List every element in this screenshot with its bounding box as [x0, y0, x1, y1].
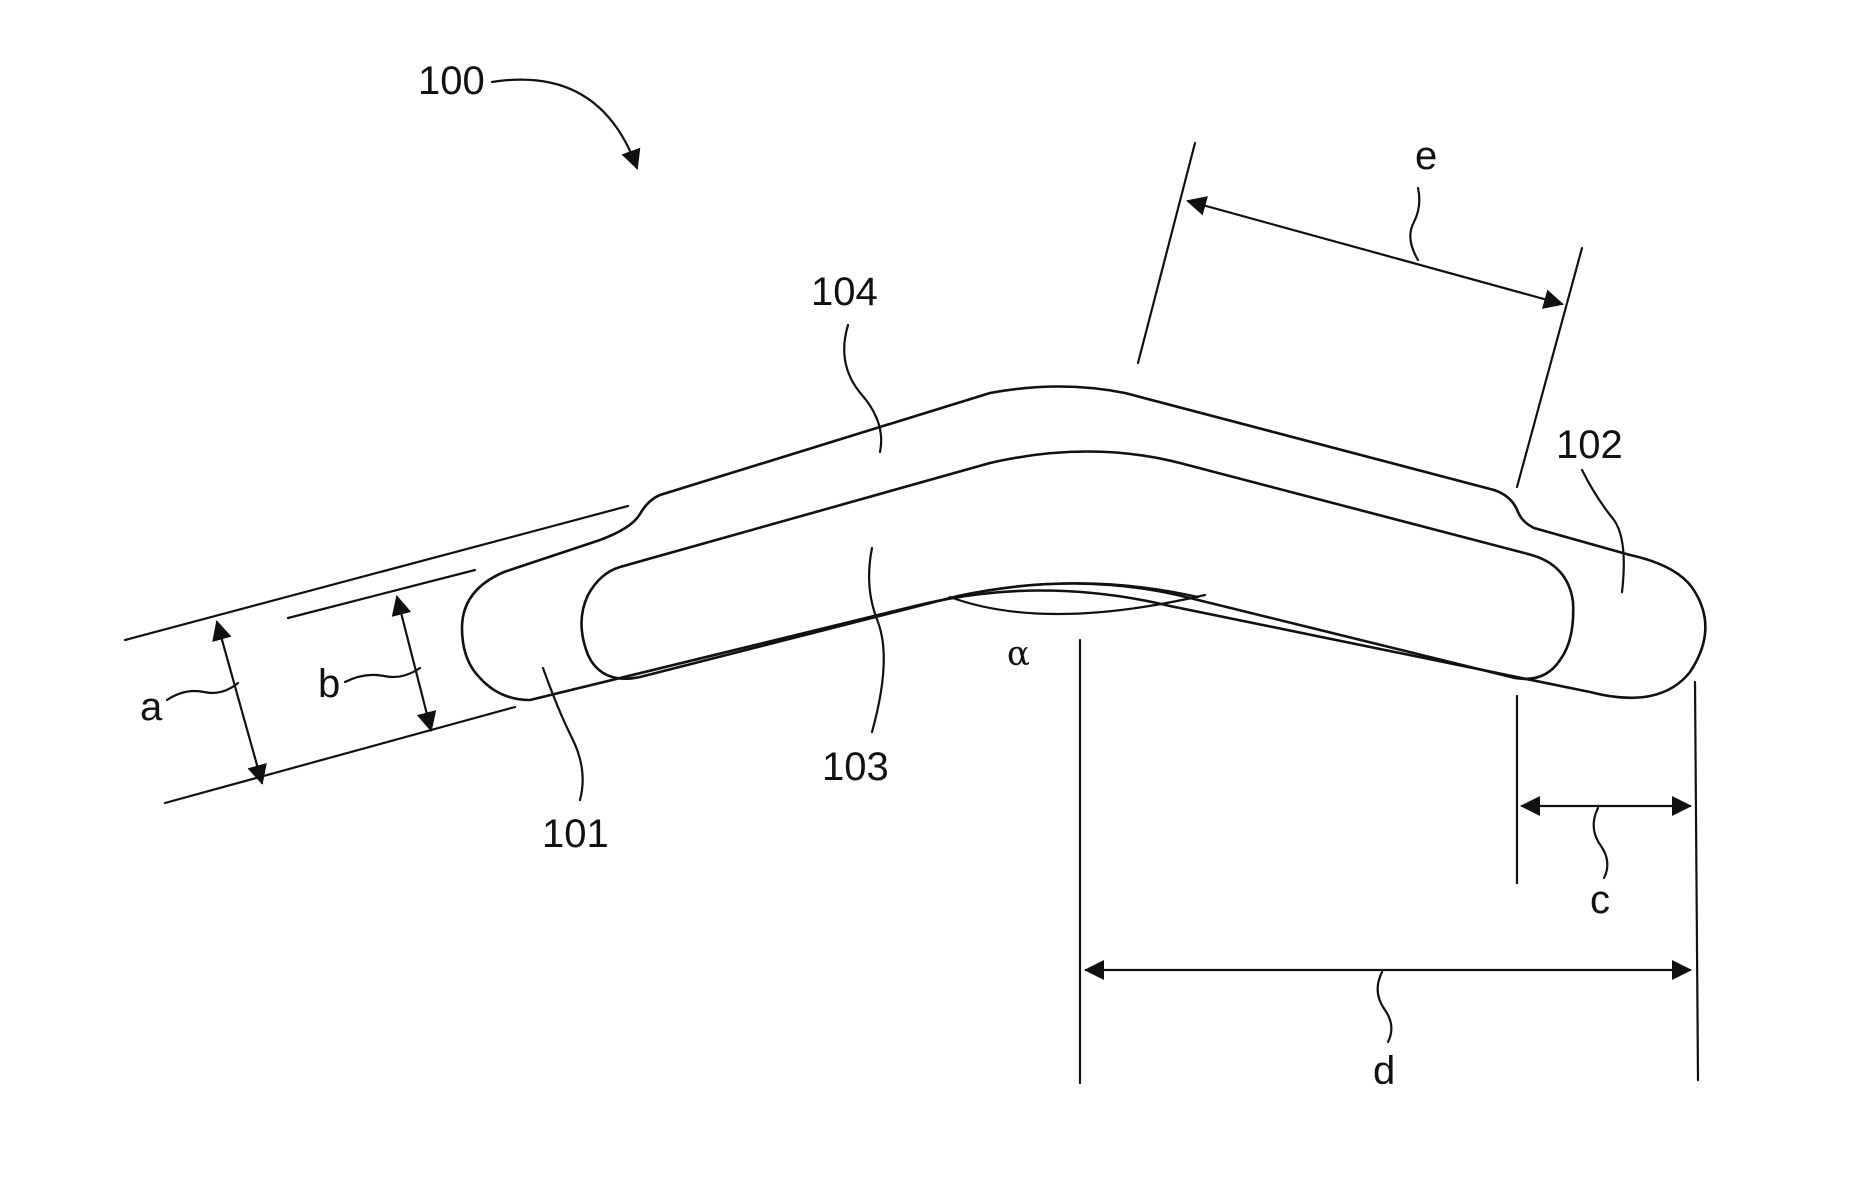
label-alpha: α [1007, 634, 1030, 674]
angle-alpha-arc-upper [958, 583, 1198, 597]
label-100: 100 [418, 59, 485, 103]
label-d: d [1373, 1049, 1395, 1093]
label-a: a [140, 685, 163, 729]
dim-e-left-guide [1138, 143, 1195, 363]
dim-e-leader [1410, 188, 1419, 260]
dim-c-leader [1594, 808, 1608, 878]
dim-d-leader [1378, 972, 1392, 1042]
slot-outline [582, 452, 1574, 679]
label-104: 104 [811, 270, 878, 314]
dim-e-arrow [1188, 201, 1562, 304]
label-b: b [318, 662, 340, 706]
label-103: 103 [822, 745, 889, 789]
label-c: c [1590, 878, 1610, 922]
dim-b-upper-guide [288, 570, 475, 618]
device-ref-leader [492, 80, 637, 168]
dim-b-leader [345, 668, 420, 682]
label-101: 101 [542, 812, 609, 856]
end-b-ref-leader [1582, 470, 1624, 592]
label-e: e [1415, 134, 1437, 178]
dim-b-arrow [397, 597, 431, 730]
dim-a-leader [167, 683, 238, 700]
device-outer-outline [462, 387, 1705, 701]
dim-a-lower-guide [165, 707, 515, 803]
dim-c-right-guide [1695, 682, 1698, 1080]
label-102: 102 [1556, 423, 1623, 467]
dim-a-upper-guide [125, 506, 628, 640]
slot-ref-leader [869, 548, 884, 732]
dim-a-arrow [217, 622, 262, 783]
